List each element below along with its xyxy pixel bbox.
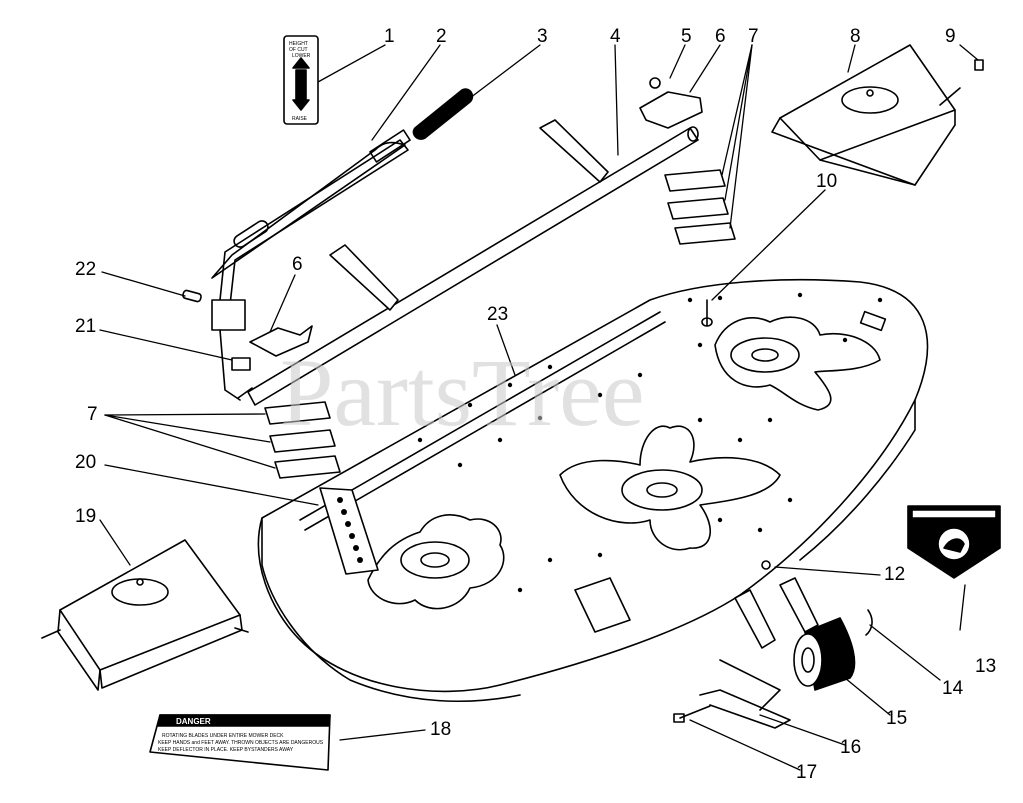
spacers-7-right — [664, 169, 736, 245]
callout-20: 20 — [75, 452, 96, 473]
callout-numbers: 1 2 3 4 5 6 7 8 9 10 12 13 14 15 16 17 1… — [75, 26, 996, 783]
callout-22: 22 — [75, 259, 96, 280]
cotter-14 — [865, 609, 873, 636]
callout-6: 6 — [715, 26, 726, 47]
keep-hands-text: KEEP HANDS and FEET AWAY — [918, 522, 990, 528]
clip-21 — [231, 357, 251, 371]
callout-4: 4 — [610, 26, 621, 47]
callout-14: 14 — [942, 678, 964, 699]
callout-6b: 6 — [292, 254, 303, 275]
callout-10: 10 — [816, 171, 837, 192]
left-deck-cover — [41, 539, 249, 691]
hoc-line2: OF CUT — [289, 47, 308, 53]
callout-17: 17 — [796, 762, 817, 783]
watermark: PartsTree — [280, 339, 644, 446]
leader-lines — [99, 44, 979, 771]
mower-deck — [257, 278, 929, 703]
callout-5: 5 — [681, 26, 692, 47]
nut-5 — [649, 77, 661, 89]
callout-23: 23 — [487, 304, 508, 325]
danger-title: DANGER — [176, 717, 211, 726]
callout-7b: 7 — [87, 404, 98, 425]
callout-15: 15 — [886, 708, 907, 729]
bolt-10 — [701, 299, 713, 327]
right-deck-cover — [771, 44, 984, 186]
callout-18: 18 — [430, 719, 451, 740]
height-of-cut-decal — [283, 35, 319, 125]
callout-12: 12 — [884, 564, 905, 585]
lift-shaft — [237, 119, 699, 406]
pin-22 — [182, 289, 202, 303]
bolt-17 — [673, 705, 711, 723]
nut-12 — [761, 560, 771, 570]
callout-8: 8 — [850, 26, 861, 47]
callout-13: 13 — [975, 656, 996, 677]
height-lever — [211, 129, 411, 401]
callout-3: 3 — [537, 26, 548, 47]
deck-holes — [337, 292, 883, 593]
hoc-bottom: RAISE — [292, 116, 308, 122]
callout-19: 19 — [75, 506, 96, 527]
bracket-6-left — [249, 325, 313, 357]
roller-15 — [793, 617, 856, 691]
axle-16 — [699, 689, 791, 729]
danger-decal — [149, 714, 331, 771]
callout-2: 2 — [436, 26, 447, 47]
callout-16: 16 — [840, 737, 861, 758]
keep-hands-decal — [907, 505, 1001, 579]
hoc-line1: HEIGHT — [289, 41, 308, 47]
bracket-6-right — [639, 91, 703, 129]
hoc-top: LOWER — [292, 53, 311, 59]
lever-grip — [412, 88, 474, 140]
callout-7: 7 — [748, 26, 759, 47]
danger-line1: ROTATING BLADES UNDER ENTIRE MOWER DECK — [162, 733, 284, 739]
spacers-7-left — [264, 401, 341, 479]
danger-line2: KEEP HANDS and FEET AWAY. THROWN OBJECTS… — [158, 740, 324, 746]
callout-21: 21 — [75, 316, 96, 337]
callout-9: 9 — [945, 26, 956, 47]
roller-bracket — [719, 577, 819, 711]
danger-line3: KEEP DEFLECTOR IN PLACE. KEEP BYSTANDERS… — [158, 747, 294, 753]
callout-1: 1 — [384, 26, 395, 47]
